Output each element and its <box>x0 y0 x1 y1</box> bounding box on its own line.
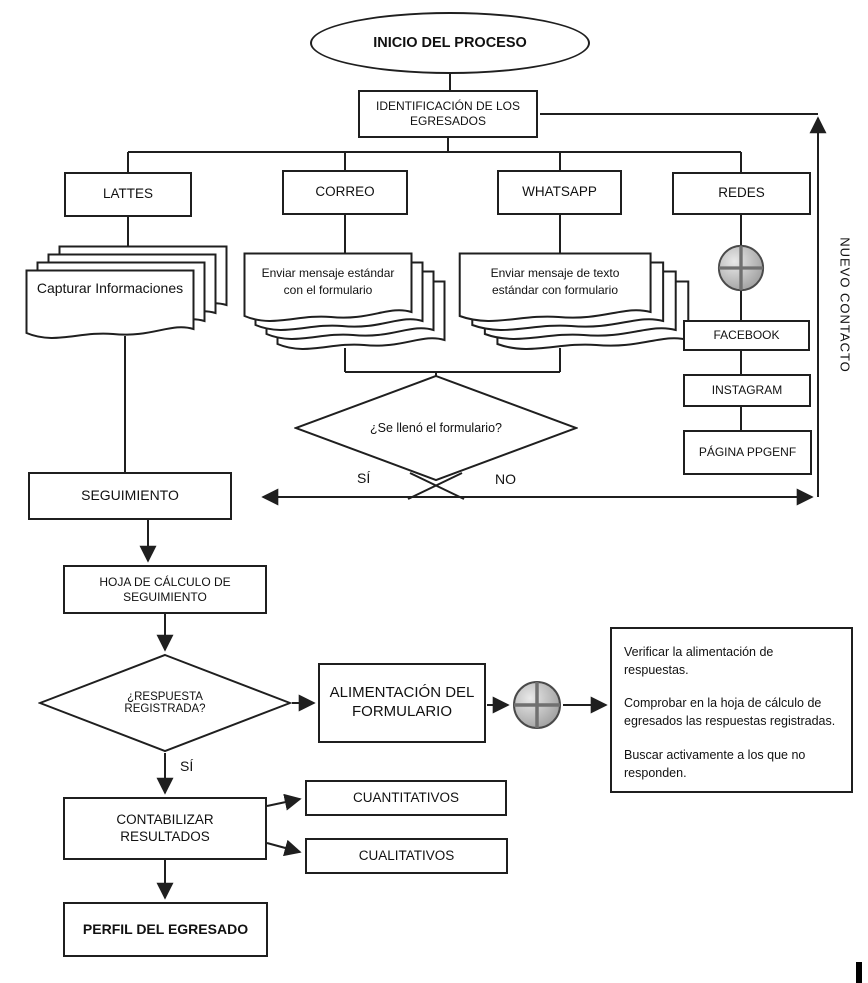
channel-whatsapp: WHATSAPP <box>497 170 622 215</box>
step-perfil-egresado: PERFIL DEL EGRESADO <box>63 902 268 957</box>
channel-correo-label: CORREO <box>315 184 375 200</box>
document-stack-icon <box>458 252 690 362</box>
start-terminator: INICIO DEL PROCESO <box>310 12 590 74</box>
decision2-yes-label: SÍ <box>180 758 194 774</box>
decision1-no-label: NO <box>495 471 516 487</box>
step-perfil-egresado-label: PERFIL DEL EGRESADO <box>82 920 249 937</box>
step-seguimiento: SEGUIMIENTO <box>28 472 232 520</box>
note-verificar: Verificar la alimentación de respuestas. <box>624 645 774 678</box>
start-label: INICIO DEL PROCESO <box>373 34 527 51</box>
document-stack-icon <box>25 245 228 349</box>
result-cualitativos-label: CUALITATIVOS <box>358 847 455 863</box>
notes-box: Verificar la alimentación de respuestas.… <box>610 627 853 793</box>
step-identificacion-label: IDENTIFICACIÓN DE LOS EGRESADOS <box>375 99 521 128</box>
channel-lattes-label: LATTES <box>102 186 153 202</box>
decision1-yes-label: SÍ <box>357 470 371 486</box>
step-alimentacion-label: ALIMENTACIÓN DEL FORMULARIO <box>329 684 475 720</box>
redes-instagram-label: INSTAGRAM <box>711 383 783 397</box>
channel-whatsapp-label: WHATSAPP <box>522 184 597 200</box>
step-alimentacion: ALIMENTACIÓN DEL FORMULARIO <box>318 663 486 743</box>
channel-redes: REDES <box>672 172 811 215</box>
doc-capturar-informaciones-label: Capturar Informaciones <box>36 280 184 296</box>
note-comprobar: Comprobar en la hoja de cálculo de egres… <box>624 696 836 729</box>
step-identificacion: IDENTIFICACIÓN DE LOS EGRESADOS <box>358 90 538 138</box>
redes-pagina-ppgenf-label: PÁGINA PPGENF <box>698 445 797 459</box>
step-hoja-calculo-label: HOJA DE CÁLCULO DE SEGUIMIENTO <box>99 574 231 604</box>
doc-capturar-informaciones: Capturar Informaciones <box>25 245 228 349</box>
step-hoja-calculo: HOJA DE CÁLCULO DE SEGUIMIENTO <box>63 565 267 614</box>
doc-mensaje-whatsapp-label: Enviar mensaje de texto estándar con for… <box>490 266 620 297</box>
decision-respuesta: ¿RESPUESTA REGISTRADA? <box>38 653 292 753</box>
doc-mensaje-whatsapp: Enviar mensaje de texto estándar con for… <box>458 252 690 362</box>
decision-formulario-label: ¿Se llenó el formulario? <box>369 421 502 435</box>
redes-pagina-ppgenf: PÁGINA PPGENF <box>683 430 812 475</box>
step-contabilizar-label: CONTABILIZAR RESULTADOS <box>116 811 214 844</box>
doc-mensaje-correo-label: Enviar mensaje estándar con el formulari… <box>261 266 395 297</box>
redes-instagram: INSTAGRAM <box>683 374 811 407</box>
junction-plus-icon <box>511 679 563 731</box>
channel-redes-label: REDES <box>718 185 765 201</box>
decision-formulario: ¿Se llenó el formulario? <box>294 374 578 482</box>
redes-facebook-label: FACEBOOK <box>713 328 780 342</box>
junction-plus-icon <box>716 243 766 293</box>
redes-facebook: FACEBOOK <box>683 320 810 351</box>
channel-lattes: LATTES <box>64 172 192 217</box>
nuevo-contacto-label: NUEVO CONTACTO <box>837 237 853 373</box>
document-stack-icon <box>243 252 446 362</box>
result-cualitativos: CUALITATIVOS <box>305 838 508 874</box>
doc-mensaje-correo: Enviar mensaje estándar con el formulari… <box>243 252 446 362</box>
decision-respuesta-label: ¿RESPUESTA REGISTRADA? <box>124 691 206 715</box>
result-cuantitativos-label: CUANTITATIVOS <box>352 789 459 805</box>
corner-mark <box>856 962 862 983</box>
note-buscar: Buscar activamente a los que no responde… <box>624 747 806 780</box>
step-seguimiento-label: SEGUIMIENTO <box>81 487 179 504</box>
result-cuantitativos: CUANTITATIVOS <box>305 780 507 816</box>
step-contabilizar: CONTABILIZAR RESULTADOS <box>63 797 267 860</box>
channel-correo: CORREO <box>282 170 408 215</box>
